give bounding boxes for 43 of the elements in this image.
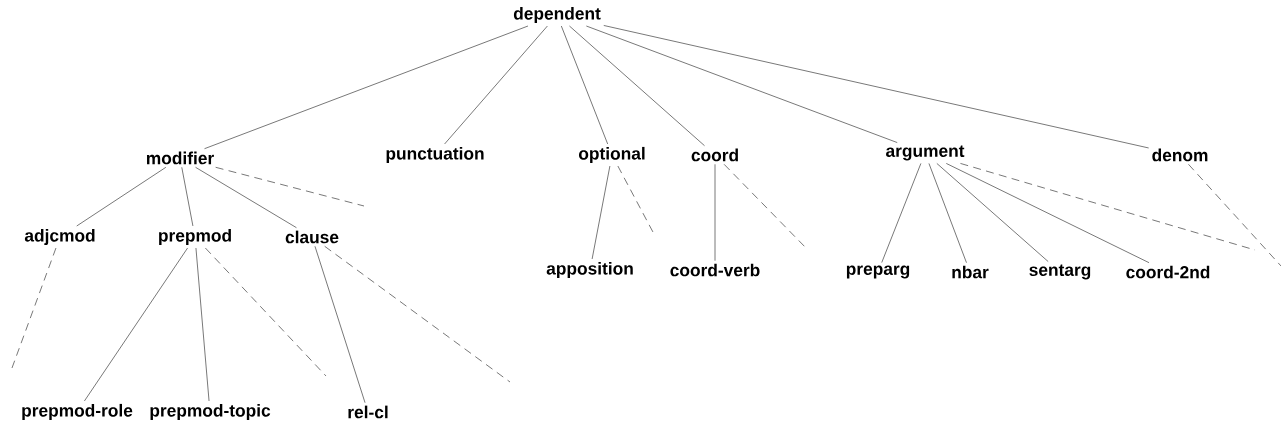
tree-line — [936, 163, 1049, 262]
node-label: prepmod — [159, 228, 231, 246]
dashed-line — [1188, 164, 1281, 267]
tree-line — [569, 25, 705, 146]
dashed-line — [617, 165, 655, 235]
node-label: preparg — [846, 265, 910, 279]
node-label: sentarg — [1029, 264, 1091, 280]
node-label: coord-verb — [670, 263, 760, 277]
dashed-line — [215, 167, 365, 207]
tree-line — [195, 247, 210, 402]
tree-line — [195, 167, 297, 228]
tree-line — [76, 167, 167, 227]
dashed-line — [960, 163, 1256, 251]
node-label: denom — [1152, 148, 1208, 162]
tree-line — [603, 25, 1149, 149]
node-label: dependent — [513, 6, 601, 24]
node-label: clause — [285, 230, 339, 244]
tree-line — [586, 25, 898, 143]
node-label: prepmod-topic — [150, 403, 271, 421]
tree-line — [84, 247, 188, 402]
tree-line — [928, 163, 967, 263]
dashed-line — [205, 247, 327, 377]
node-label: coord — [691, 148, 738, 162]
tree-line — [946, 163, 1150, 263]
node-label: optional — [579, 146, 645, 164]
node-label: adjcmod — [24, 228, 95, 246]
tree-line — [181, 167, 194, 227]
dashed-line — [11, 247, 57, 369]
node-label: punctuation — [386, 146, 484, 164]
node-label: rel-cl — [348, 405, 388, 419]
tree-line — [204, 25, 529, 149]
node-label: modifier — [146, 151, 214, 165]
tree-line — [714, 164, 716, 261]
node-label: argument — [886, 145, 965, 161]
tree-line — [314, 246, 366, 403]
tree-line — [881, 163, 922, 263]
node-label: prepmod-role — [22, 403, 133, 421]
tree-line — [561, 25, 608, 145]
tree-line — [591, 165, 611, 260]
node-label: apposition — [546, 261, 633, 279]
node-label: coord-2nd — [1126, 265, 1210, 279]
node-label: nbar — [952, 265, 989, 279]
tree-line — [444, 25, 548, 145]
